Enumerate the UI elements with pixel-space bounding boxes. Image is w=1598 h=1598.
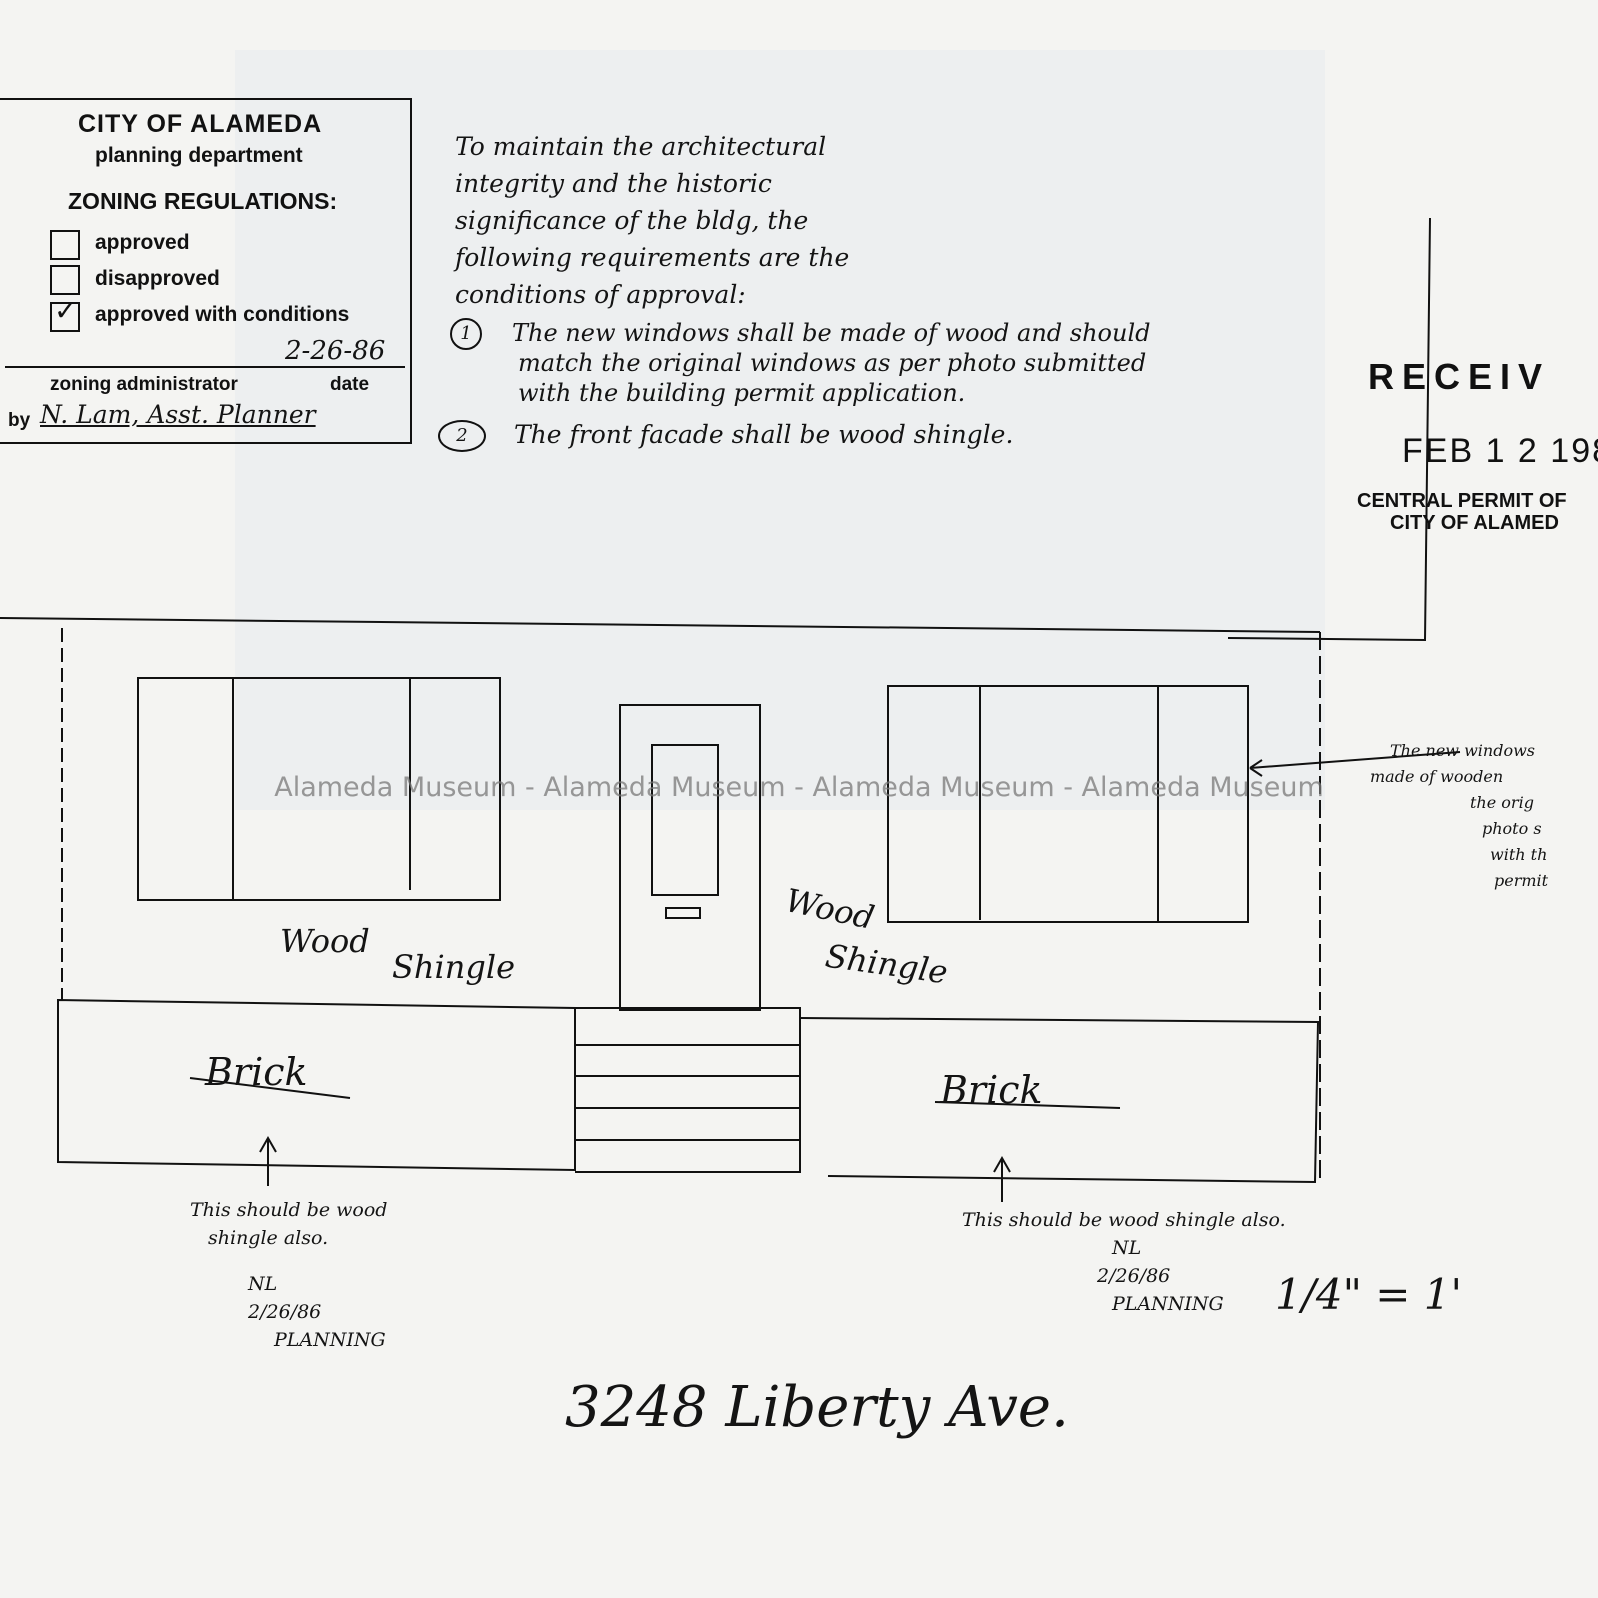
admin-label: zoning administrator [50, 374, 238, 395]
annotation-initials: NL [1112, 1237, 1142, 1259]
checkbox-approved [50, 230, 80, 260]
condition-2: 2 The front facade shall be wood shingle… [438, 420, 1014, 452]
condition-line: with the building permit application. [518, 379, 966, 407]
stamp-border [1227, 217, 1431, 642]
side-note-arrow [1249, 751, 1461, 777]
condition-number: 1 [450, 318, 482, 350]
option-approved-with-conditions: approved with conditions [95, 303, 350, 326]
signature-line [5, 366, 405, 368]
signature: N. Lam, Asst. Planner [40, 400, 316, 429]
base-right [799, 1017, 1320, 1184]
option-approved: approved [95, 231, 190, 254]
base-left [57, 998, 576, 1172]
faded-photo-background [235, 50, 1325, 810]
conditions-intro: To maintain the architectural integrity … [455, 128, 849, 313]
label-brick-left: Brick [205, 1050, 308, 1094]
form-title: CITY OF ALAMEDA [78, 110, 323, 138]
received-stamp-city: CITY OF ALAMED [1390, 512, 1559, 534]
brick-strike-right [934, 1101, 1121, 1109]
annotation-dept: PLANNING [274, 1329, 386, 1351]
checkbox-disapproved [50, 265, 80, 295]
side-note-line: photo s [1482, 819, 1542, 838]
note-line: To maintain the architectural [455, 132, 827, 161]
note-line: integrity and the historic [455, 169, 772, 198]
side-note-line: made of wooden [1370, 767, 1504, 786]
brick-strike-left [189, 1077, 351, 1099]
label-shingle-left: Shingle [392, 948, 516, 986]
annotation-line: shingle also. [208, 1227, 329, 1249]
right-window-mullions [979, 686, 1159, 922]
steps [575, 1007, 801, 1173]
condition-line: The new windows shall be made of wood an… [512, 319, 1151, 347]
condition-1: 1 The new windows shall be made of wood … [450, 318, 1151, 408]
condition-line: The front facade shall be wood shingle. [514, 420, 1014, 449]
side-note-line: permit [1494, 871, 1549, 890]
drawing-scale: 1/4" = 1' [1275, 1270, 1463, 1319]
condition-number: 2 [438, 420, 486, 452]
note-line: significance of the bldg, the [455, 206, 809, 235]
label-wood-left: Wood [280, 922, 370, 960]
zoning-approval-form: CITY OF ALAMEDA planning department ZONI… [0, 98, 412, 444]
form-department: planning department [95, 144, 303, 167]
left-window [137, 677, 501, 901]
option-disapproved: disapproved [95, 267, 220, 290]
received-stamp-date: FEB 1 2 198 [1402, 432, 1598, 470]
label-brick-right: Brick [940, 1068, 1043, 1112]
right-window [887, 685, 1249, 923]
received-stamp-office: CENTRAL PERMIT OF [1357, 490, 1567, 512]
by-label: by [8, 410, 31, 431]
right-annotation: This should be wood shingle also. NL 2/2… [962, 1206, 1286, 1318]
address: 3248 Liberty Ave. [565, 1375, 1069, 1440]
note-line: conditions of approval: [455, 280, 746, 309]
annotation-line: This should be wood shingle also. [962, 1209, 1286, 1231]
annotation-initials: NL [248, 1273, 278, 1295]
left-window-mullions [232, 678, 411, 900]
received-stamp-title: RECEIV [1368, 356, 1551, 397]
checkbox-approved-with-conditions: ✓ [50, 295, 80, 332]
side-note-line: with th [1490, 845, 1548, 864]
annotation-dept: PLANNING [1112, 1293, 1224, 1315]
arrow-left [259, 1135, 277, 1186]
annotation-line: This should be wood [190, 1199, 388, 1221]
annotation-date: 2/26/86 [248, 1301, 322, 1323]
watermark: Alameda Museum - Alameda Museum - Alamed… [274, 772, 1324, 803]
roof-line [0, 617, 1321, 633]
left-annotation: This should be wood shingle also. NL 2/2… [190, 1196, 387, 1354]
arrow-right [993, 1155, 1011, 1202]
condition-line: match the original windows as per photo … [518, 349, 1147, 377]
door-glass [651, 744, 719, 896]
form-heading: ZONING REGULATIONS: [68, 188, 338, 214]
approval-date: 2-26-86 [285, 336, 386, 366]
date-label: date [330, 374, 370, 395]
note-line: following requirements are the [455, 243, 850, 272]
annotation-date: 2/26/86 [1097, 1265, 1171, 1287]
door-mail-slot [665, 907, 701, 919]
front-door [619, 704, 761, 1011]
side-note-line: the orig [1470, 793, 1534, 812]
checkmark-icon: ✓ [54, 295, 78, 326]
